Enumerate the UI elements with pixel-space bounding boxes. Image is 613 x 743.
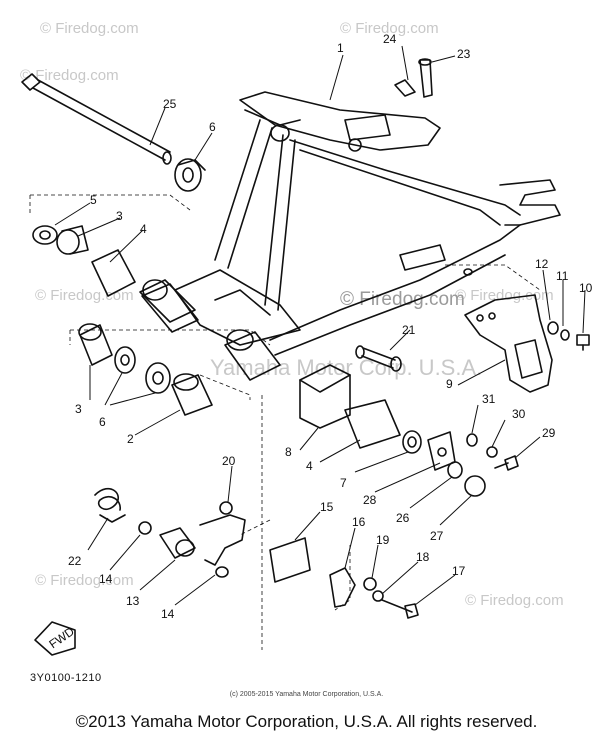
callout-14-lower: 14 xyxy=(161,607,175,621)
fastener-stack-center xyxy=(447,433,519,497)
callout-18: 18 xyxy=(416,550,430,564)
watermark-text: © Firedog.com xyxy=(465,592,564,609)
callout-28: 28 xyxy=(363,493,377,507)
swingarm-frame-1 xyxy=(174,91,561,356)
bracket-9 xyxy=(464,294,553,393)
callout-23: 23 xyxy=(457,47,471,61)
rear-collar-stack xyxy=(299,364,456,471)
callout-22: 22 xyxy=(68,554,82,568)
watermark-layer: © Firedog.com © Firedog.com © Firedog.co… xyxy=(20,20,564,609)
callout-13: 13 xyxy=(126,594,140,608)
callout-2: 2 xyxy=(127,432,134,446)
pivot-shaft-25 xyxy=(21,73,172,165)
callout-20: 20 xyxy=(222,454,236,468)
pin-set-top xyxy=(394,58,433,98)
callout-8: 8 xyxy=(285,445,292,459)
callout-30: 30 xyxy=(512,407,526,421)
watermark-prominent: © Firedog.com xyxy=(340,289,465,310)
forward-arrow-icon: FWD xyxy=(34,621,77,656)
callout-5: 5 xyxy=(90,193,97,207)
watermark-faint-line: Yamaha Motor Corp. U.S.A. xyxy=(210,355,482,380)
small-copyright: (c) 2005-2015 Yamaha Motor Corporation, … xyxy=(229,691,384,698)
fwd-label: FWD xyxy=(46,624,77,651)
callout-17: 17 xyxy=(452,564,466,578)
callout-27: 27 xyxy=(430,529,444,543)
callout-24: 24 xyxy=(383,32,397,46)
reference-lines xyxy=(29,194,541,650)
callout-9: 9 xyxy=(446,377,453,391)
collar-6-upper xyxy=(174,158,206,192)
callout-3-lower: 3 xyxy=(75,402,82,416)
bushing-set-lower xyxy=(78,323,213,416)
watermark-text: © Firedog.com xyxy=(340,20,439,37)
callout-25: 25 xyxy=(163,97,177,111)
callout-10: 10 xyxy=(579,281,593,295)
bushing-set-left xyxy=(32,225,196,323)
callout-29: 29 xyxy=(542,426,556,440)
watermark-text: © Firedog.com xyxy=(35,572,134,589)
callout-7: 7 xyxy=(340,476,347,490)
callout-3: 3 xyxy=(116,209,123,223)
callout-4-lower: 4 xyxy=(306,459,313,473)
bolt-21 xyxy=(355,345,402,372)
watermark-text: © Firedog.com xyxy=(35,287,134,304)
diagram-code: 3Y0100-1210 xyxy=(30,672,102,684)
callout-12: 12 xyxy=(535,257,549,271)
lower-linkage xyxy=(94,488,419,619)
callout-labels: 1 2 3 3 4 4 5 6 6 7 8 9 10 11 12 13 14 1… xyxy=(68,32,593,621)
watermark-text: © Firedog.com xyxy=(455,287,554,304)
swingarm-pivot-collars xyxy=(141,279,281,381)
callout-leader-lines xyxy=(54,45,586,606)
callout-16: 16 xyxy=(352,515,366,529)
callout-6: 6 xyxy=(209,120,216,134)
watermark-text: © Firedog.com xyxy=(20,67,119,84)
fastener-stack-right xyxy=(547,321,590,351)
callout-1: 1 xyxy=(337,41,344,55)
callout-6-lower: 6 xyxy=(99,415,106,429)
copyright-notice: ©2013 Yamaha Motor Corporation, U.S.A. A… xyxy=(75,712,538,731)
callout-15: 15 xyxy=(320,500,334,514)
callout-19: 19 xyxy=(376,533,390,547)
callout-26: 26 xyxy=(396,511,410,525)
watermark-text: © Firedog.com xyxy=(40,20,139,37)
callout-31: 31 xyxy=(482,392,496,406)
callout-21: 21 xyxy=(402,323,416,337)
callout-4: 4 xyxy=(140,222,147,236)
callout-14: 14 xyxy=(99,572,113,586)
callout-11: 11 xyxy=(556,269,569,283)
